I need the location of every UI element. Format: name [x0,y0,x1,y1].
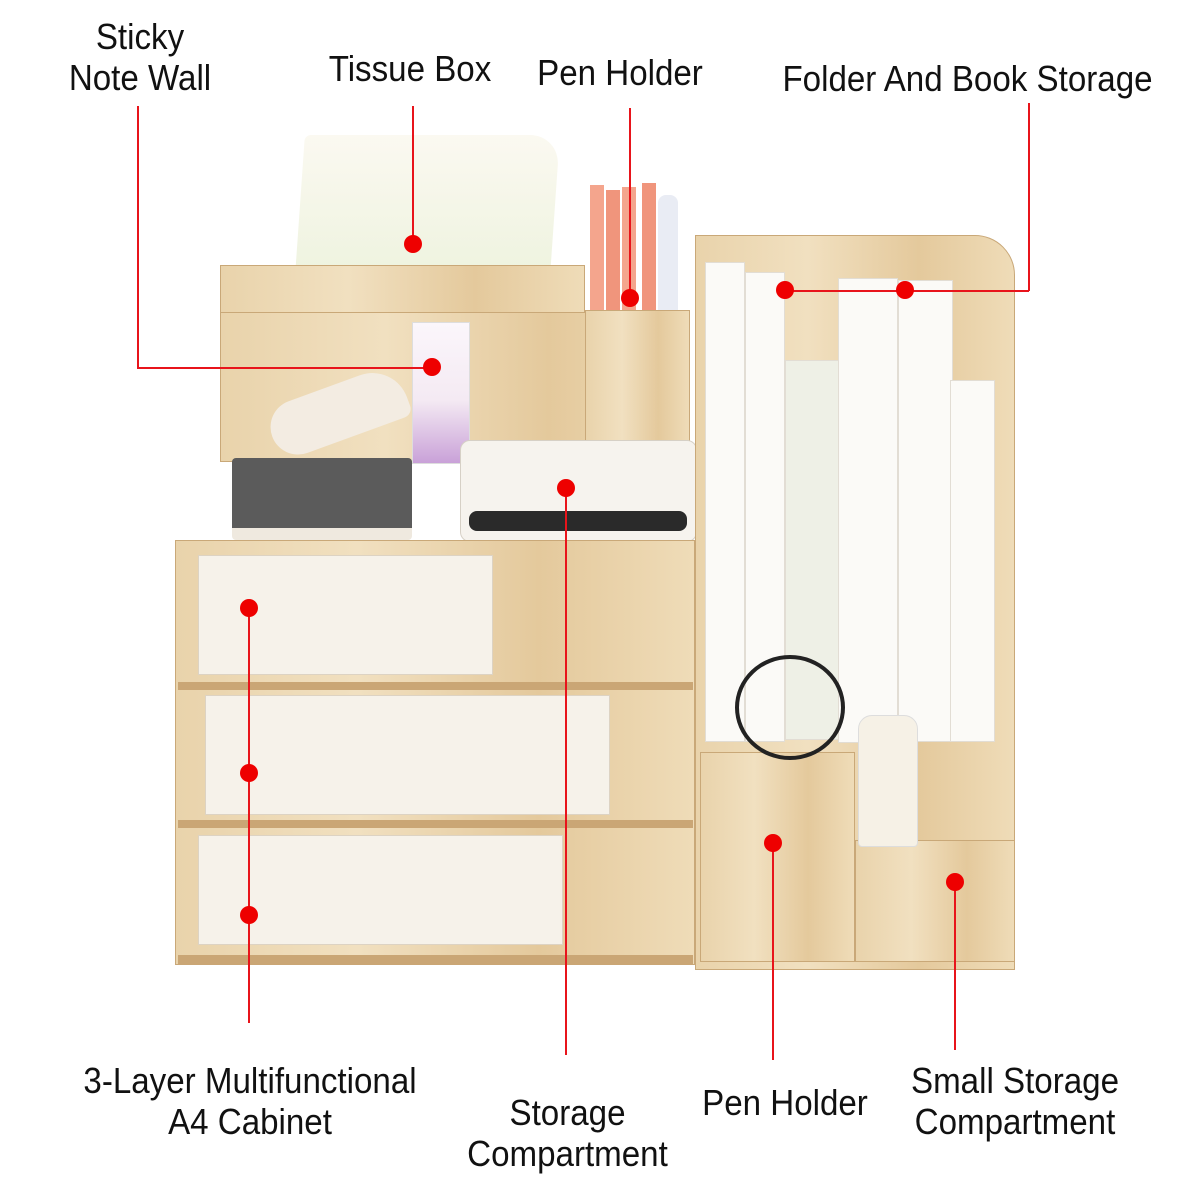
pen-holder-top-box [585,310,690,460]
shelf-1-book [198,555,493,675]
callout-dot [423,358,441,376]
callout-dot [621,289,639,307]
callout-dot [557,479,575,497]
label-storage-compartment: Storage Compartment [467,1092,668,1174]
callout-dot [896,281,914,299]
shelf-3-binder [198,835,563,945]
label-folder-book-storage: Folder And Book Storage [782,58,1153,99]
glasses [735,655,845,760]
notebook [232,458,412,540]
sticky-note [412,322,470,464]
cabinet-shelf-2 [178,820,693,828]
book-4 [838,278,898,743]
cabinet-shelf-3 [178,955,693,965]
front-small-storage [855,840,1015,962]
tissue [295,135,560,275]
callout-dot [404,235,422,253]
glue-bottle [858,715,918,847]
callout-dot [240,764,258,782]
label-small-storage: Small Storage Compartment [910,1060,1120,1142]
callout-dot [240,599,258,617]
tissue-box-body [220,265,585,315]
calculator [460,440,697,542]
callout-dot [776,281,794,299]
label-sticky-note-wall: Sticky Note Wall [68,16,212,98]
label-a4-cabinet: 3-Layer Multifunctional A4 Cabinet [83,1060,417,1142]
label-pen-holder-bottom: Pen Holder [702,1082,868,1123]
book-1 [705,262,745,742]
book-6 [950,380,995,742]
front-pen-holder [700,752,855,962]
label-pen-holder-top: Pen Holder [537,52,703,93]
book-5 [898,280,953,742]
label-tissue-box: Tissue Box [328,48,492,89]
shelf-2-binder [205,695,610,815]
callout-dot [240,906,258,924]
callout-dot [946,873,964,891]
callout-dot [764,834,782,852]
cabinet-shelf-1 [178,682,693,690]
